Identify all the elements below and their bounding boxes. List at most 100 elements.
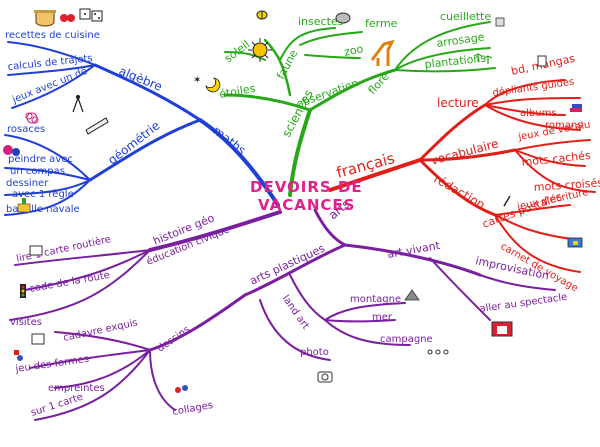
rosace-icon bbox=[25, 112, 39, 124]
mots-croises-label: mots croisés bbox=[533, 176, 600, 194]
camera-icon bbox=[317, 371, 333, 383]
lire-line bbox=[14, 249, 151, 266]
dessiner-label-2: avec 1 règle bbox=[12, 188, 74, 200]
albums-label: albums bbox=[520, 108, 557, 119]
dice-icon bbox=[79, 8, 103, 22]
lecture-line bbox=[418, 103, 487, 162]
art-vivant-label: art vivant bbox=[386, 239, 441, 261]
romans-label: romans bbox=[545, 120, 582, 131]
mer-label: mer bbox=[372, 312, 393, 323]
rosaces-line bbox=[4, 134, 91, 181]
compass-icon bbox=[72, 94, 84, 113]
sciences-trunk bbox=[288, 108, 312, 197]
maths-labels: maths algèbre recettes de cuisine calcul… bbox=[5, 30, 248, 215]
peindre-label-1: peindre avec bbox=[8, 154, 73, 165]
sur-carte-line bbox=[34, 349, 151, 421]
code-line bbox=[24, 249, 151, 291]
plantations-line bbox=[394, 67, 496, 73]
ferme-label: ferme bbox=[365, 17, 398, 30]
flore-label: flore bbox=[366, 70, 392, 97]
albums-line bbox=[484, 104, 566, 116]
arrosage-line bbox=[394, 47, 491, 71]
redaction-label: rédaction bbox=[432, 171, 488, 211]
visites-line bbox=[9, 249, 151, 321]
postcard-icon bbox=[567, 237, 583, 248]
arts-icons bbox=[14, 245, 513, 393]
redaction-line bbox=[418, 158, 497, 217]
bataille-line bbox=[4, 179, 91, 216]
peindre-line bbox=[4, 167, 91, 181]
vocalu-line bbox=[514, 139, 591, 151]
art-vivant-line bbox=[343, 243, 482, 277]
cooking-pot-icon bbox=[34, 10, 56, 27]
depliants-label: dépliants guides bbox=[492, 76, 575, 99]
castle-icon bbox=[17, 198, 31, 213]
museum-icon bbox=[31, 333, 45, 345]
campagne-label: campagne bbox=[380, 334, 433, 345]
bataille-label: bataille navale bbox=[6, 204, 80, 215]
depliants-line bbox=[484, 97, 581, 106]
cadavre-label: cadavre exquis bbox=[62, 317, 138, 344]
title-line-2: VACANCES bbox=[258, 196, 355, 214]
mer-line bbox=[324, 319, 396, 323]
maths-trunk bbox=[198, 118, 280, 207]
photo-line bbox=[259, 299, 331, 361]
horse-icon bbox=[370, 39, 395, 66]
plantations-label: plantations bbox=[424, 52, 487, 71]
zoo-line bbox=[304, 54, 361, 59]
jeu-formes-line bbox=[29, 349, 151, 369]
rosaces-label: rosaces bbox=[7, 124, 45, 135]
cartes-label: cartes postales bbox=[481, 190, 564, 231]
vocabulaire-line bbox=[418, 148, 517, 162]
romans-line bbox=[484, 104, 581, 131]
moon-icon bbox=[205, 77, 221, 93]
dessins-label: dessins bbox=[155, 324, 192, 354]
land-art-line bbox=[289, 274, 326, 321]
zoo-label: zoo bbox=[343, 42, 365, 59]
etoiles-label: étoiles bbox=[218, 82, 256, 101]
francais-trunk bbox=[328, 158, 422, 192]
theater-icon bbox=[491, 321, 513, 337]
drawing-icon bbox=[3, 145, 20, 156]
trajets-line bbox=[7, 64, 96, 76]
carnet-line bbox=[494, 214, 581, 273]
mots-croises-line bbox=[514, 149, 596, 193]
empreintes-line bbox=[54, 349, 151, 389]
pig-icon bbox=[335, 12, 351, 24]
spectacle-line bbox=[429, 257, 491, 321]
recettes-line bbox=[7, 41, 96, 66]
bee-icon bbox=[256, 10, 268, 20]
cueillette-line bbox=[394, 21, 491, 71]
map-icon bbox=[29, 245, 43, 256]
flore-line bbox=[308, 68, 397, 112]
spectacle-label: aller au spectacle bbox=[479, 292, 568, 315]
montagne-line bbox=[324, 302, 406, 321]
sciences-branch bbox=[223, 21, 496, 197]
arts-plastiques-line bbox=[243, 243, 347, 297]
jeu-formes-label: jeu des formes bbox=[14, 354, 90, 375]
pen-icon bbox=[503, 195, 511, 207]
ruler-icon bbox=[85, 117, 109, 135]
insectes-line bbox=[279, 27, 336, 61]
faune-line bbox=[263, 38, 292, 97]
cadavre-line bbox=[54, 331, 151, 351]
sun-icon bbox=[248, 38, 272, 62]
maths-icons bbox=[3, 8, 109, 213]
sciences-labels: sciences observation faune soleil étoile… bbox=[218, 10, 491, 139]
dessiner-line bbox=[4, 179, 91, 196]
visites-label: visites bbox=[10, 317, 42, 328]
mountain-icon bbox=[404, 289, 420, 301]
dessins-line bbox=[148, 293, 247, 352]
peindre-label-2: un compas bbox=[10, 166, 65, 177]
books-stack-icon bbox=[570, 104, 582, 112]
shapes-icon bbox=[14, 350, 23, 361]
lecture-label: lecture bbox=[437, 96, 479, 110]
francais-icons bbox=[503, 55, 583, 248]
algebre-line bbox=[93, 63, 202, 122]
star-icon: ✶ bbox=[193, 75, 201, 86]
central-title: DEVOIRS DE VACANCES bbox=[250, 178, 362, 214]
ferme-line bbox=[299, 31, 363, 46]
improvisation-line bbox=[479, 274, 556, 291]
plants-icon bbox=[473, 53, 493, 64]
